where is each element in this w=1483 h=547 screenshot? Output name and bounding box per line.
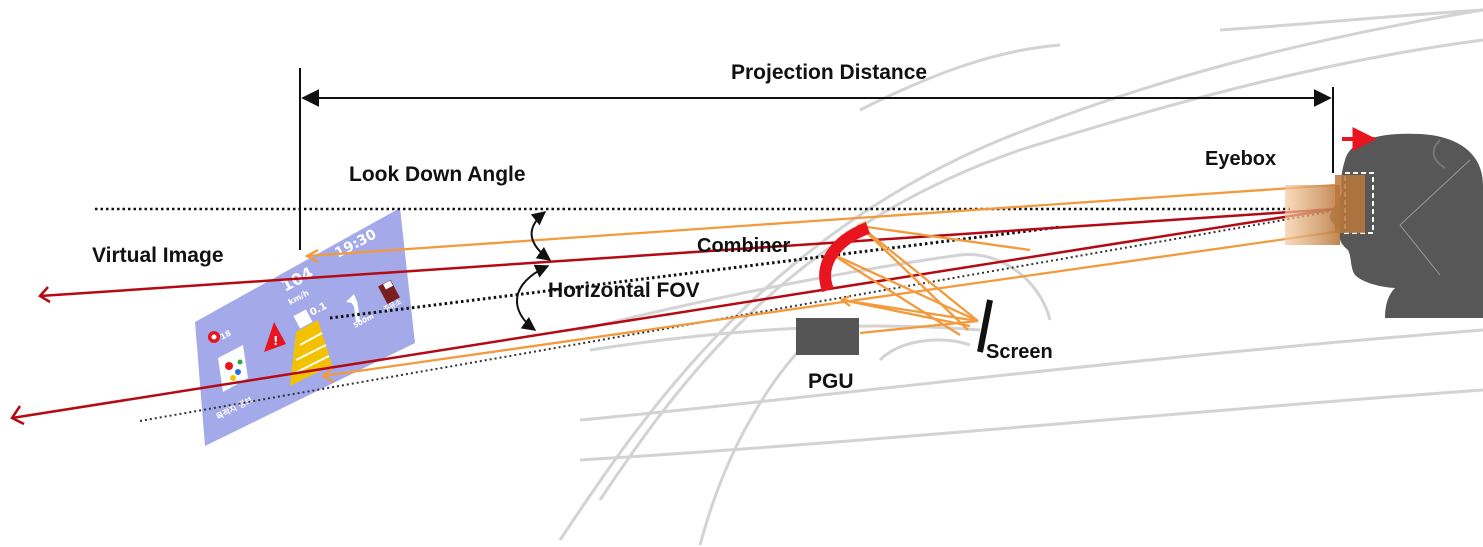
combiner [819, 222, 871, 293]
pgu-box [796, 318, 859, 355]
horizontal-fov-arc [515, 264, 550, 331]
head-silhouette-icon [1329, 133, 1483, 318]
combiner-label: Combiner [697, 235, 791, 257]
target-icon [208, 331, 220, 343]
car-icon [293, 309, 313, 329]
look-down-angle-arc [530, 211, 552, 261]
pgu-label: PGU [808, 370, 854, 393]
horizontal-fov-label: Horizontal FOV [548, 279, 700, 302]
eyebox-label: Eyebox [1205, 148, 1276, 170]
eyebox-region [1285, 172, 1374, 245]
car-outline [558, 8, 1483, 546]
projection-distance-label: Projection Distance [731, 61, 927, 84]
virtual-image-label: Virtual Image [92, 244, 224, 267]
look-down-axis-line [139, 209, 1341, 422]
gas-pump-icon [378, 279, 400, 305]
look-down-axis-line-bold [329, 225, 1061, 320]
turn-arrow-icon [346, 294, 360, 323]
screen-bar [977, 299, 993, 353]
look-down-angle-label: Look Down Angle [349, 163, 526, 186]
svg-text:!: ! [273, 334, 278, 348]
red-rays [10, 207, 1336, 426]
virtual-image-panel: 19:30 104 km/h 0.1 18 500m 목적지 정보 주유소 ! [195, 208, 415, 446]
map-icon [218, 345, 248, 392]
orange-rays [304, 183, 1336, 384]
warning-triangle-icon: ! [264, 322, 286, 352]
screen-label: Screen [986, 341, 1053, 363]
